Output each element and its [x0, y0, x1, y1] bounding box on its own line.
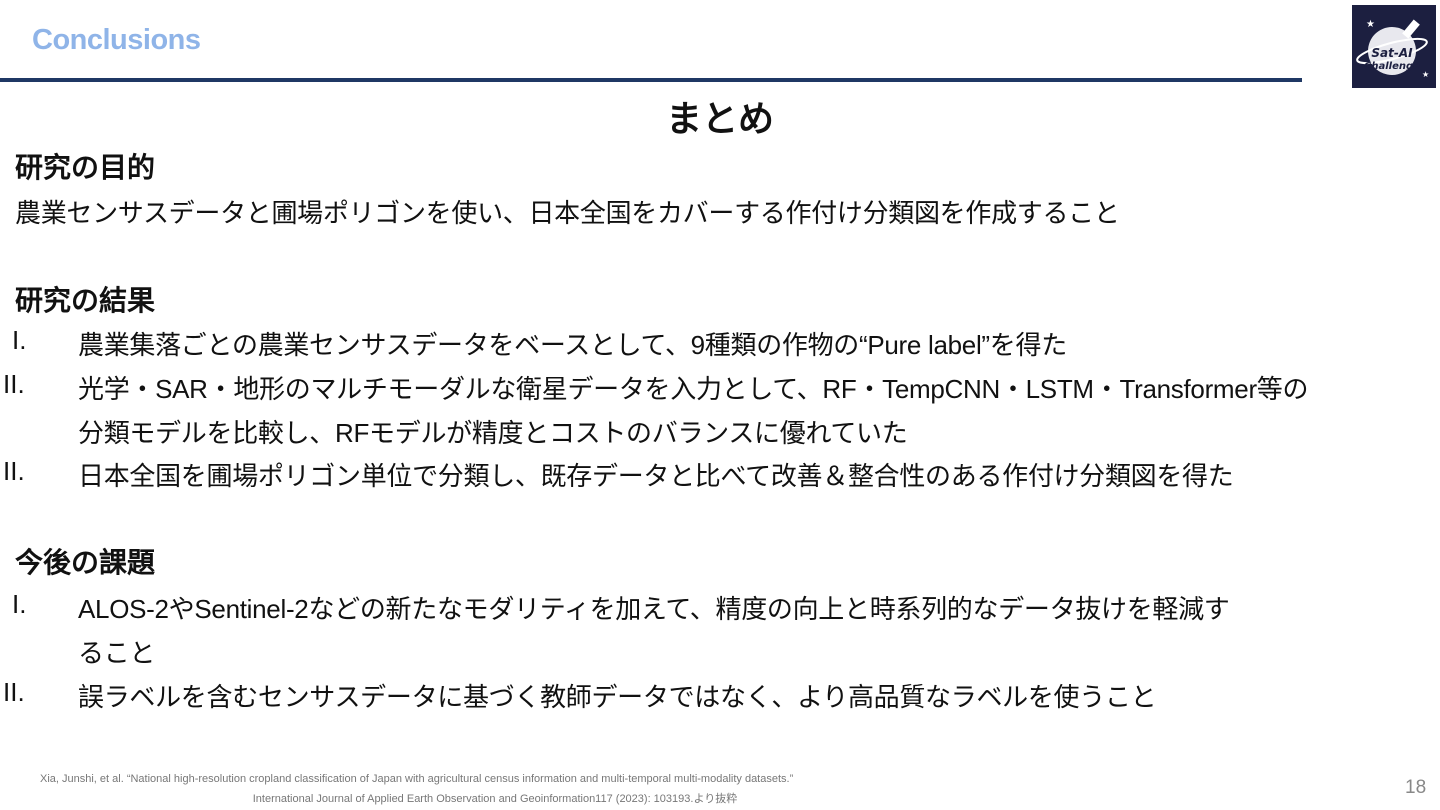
svg-text:★: ★	[1366, 19, 1375, 30]
purpose-text: 農業センサスデータと圃場ポリゴンを使い、日本全国をカバーする作付け分類図を作成す…	[15, 198, 1120, 228]
citation-line1: Xia, Junshi, et al. “National high-resol…	[40, 773, 794, 785]
sat-ai-challenge-logo: Sat-AI Challenge ★ ★	[1352, 5, 1436, 88]
future-heading: 今後の課題	[15, 547, 156, 578]
slide-section-title: Conclusions	[32, 24, 201, 56]
future-1-text-line1: ALOS-2やSentinel-2などの新たなモダリティを加えて、精度の向上と時…	[78, 594, 1230, 624]
future-2-number: II.	[3, 677, 25, 707]
result-2-number: II.	[3, 369, 25, 399]
future-1-number: I.	[12, 589, 27, 619]
results-heading: 研究の結果	[15, 285, 156, 316]
result-1-number: I.	[12, 325, 27, 355]
future-2-text: 誤ラベルを含むセンサスデータに基づく教師データではなく、より高品質なラベルを使う…	[78, 682, 1157, 712]
result-2-text-line1: 光学・SAR・地形のマルチモーダルな衛星データを入力として、RF・TempCNN…	[78, 374, 1309, 404]
page-number: 18	[1405, 777, 1427, 798]
header-divider	[0, 78, 1302, 82]
svg-text:Sat-AI: Sat-AI	[1371, 46, 1413, 60]
citation-line2: International Journal of Applied Earth O…	[252, 793, 738, 805]
result-2-text-line2: 分類モデルを比較し、RFモデルが精度とコストのバランスに優れていた	[78, 418, 908, 448]
purpose-heading: 研究の目的	[15, 152, 156, 183]
future-1-text-line2: ること	[78, 638, 156, 668]
result-1-text: 農業集落ごとの農業センサスデータをベースとして、9種類の作物の“Pure lab…	[78, 330, 1067, 360]
result-3-text: 日本全国を圃場ポリゴン単位で分類し、既存データと比べて改善＆整合性のある作付け分…	[78, 461, 1234, 491]
result-3-number: II.	[3, 456, 25, 486]
slide-heading: まとめ	[665, 98, 774, 139]
svg-text:Challenge: Challenge	[1364, 61, 1420, 72]
svg-text:★: ★	[1422, 70, 1429, 79]
